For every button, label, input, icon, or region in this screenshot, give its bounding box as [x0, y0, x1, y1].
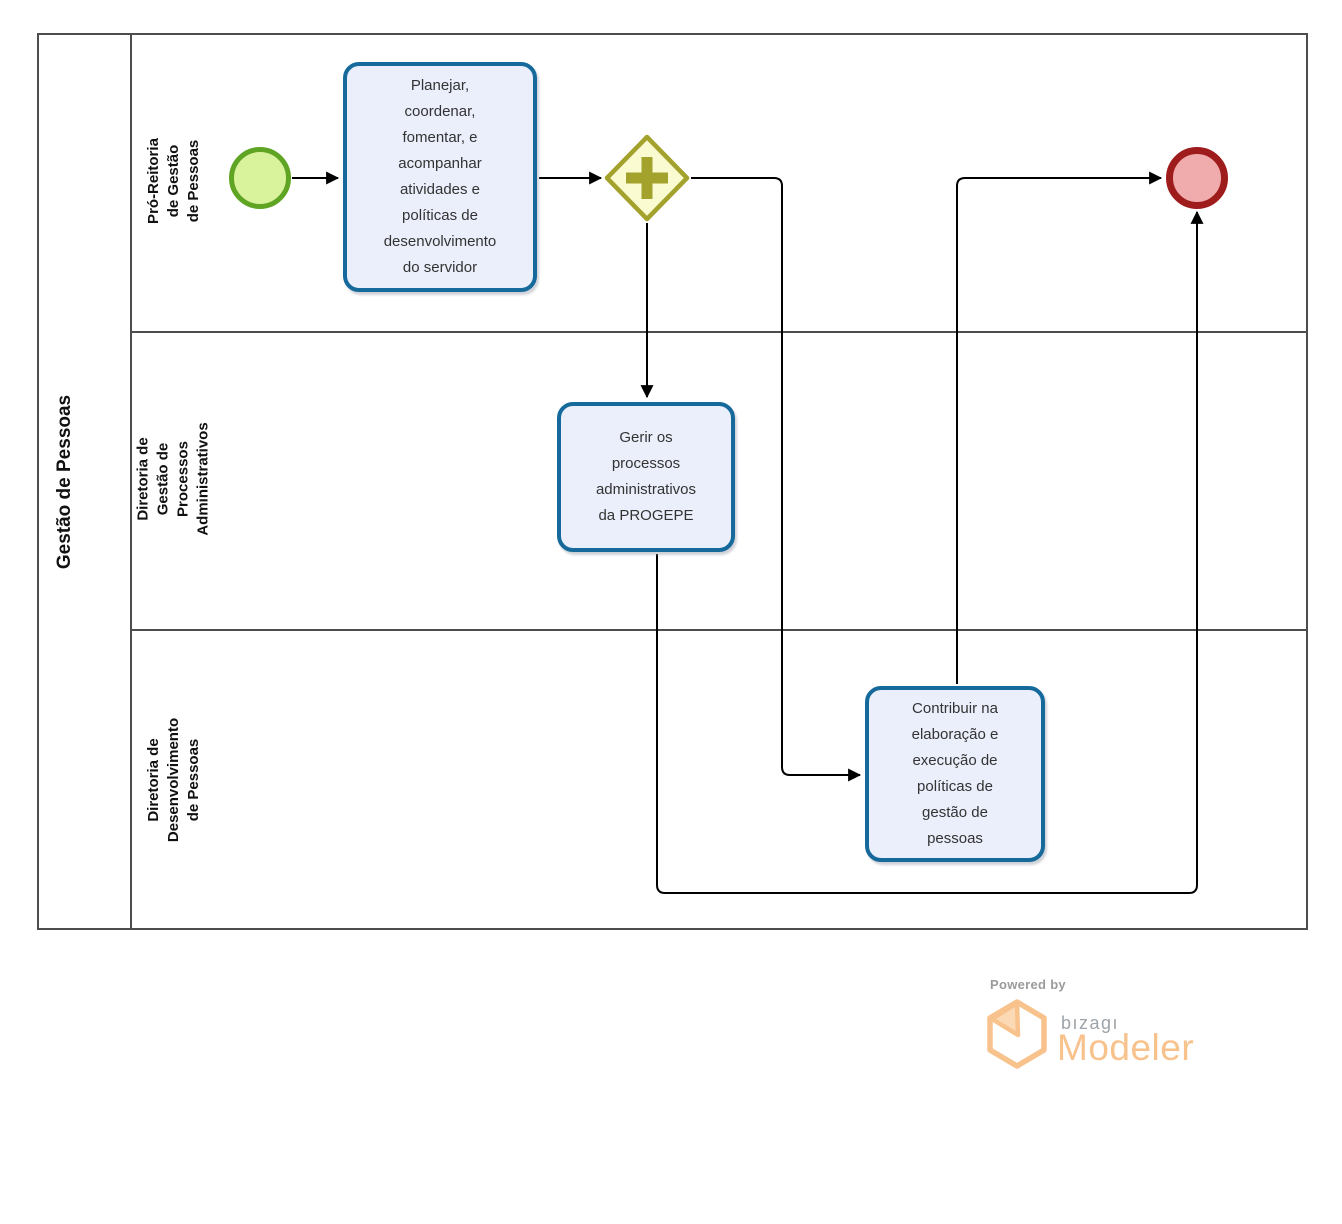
- task-gerir: Gerir os processos administrativos da PR…: [557, 402, 735, 552]
- pool-header-divider: [130, 35, 132, 928]
- lane-diretoria-desenvolvimento: Diretoria de Desenvolvimento de Pessoas: [130, 629, 218, 930]
- lane-pro-reitoria: Pró-Reitoria de Gestão de Pessoas: [130, 33, 218, 329]
- lane-label: Diretoria de Gestão de Processos Adminis…: [135, 422, 213, 536]
- task-label: Gerir os processos administrativos da PR…: [595, 429, 697, 524]
- task-label: Contribuir na elaboração e execução de p…: [911, 700, 999, 847]
- bizagi-brand-text: bızagı: [1061, 1013, 1120, 1033]
- lane-divider-1: [130, 331, 1306, 333]
- start-event-icon: [229, 147, 291, 209]
- pool-header: Gestão de Pessoas: [37, 33, 93, 930]
- lane-label: Diretoria de Desenvolvimento de Pessoas: [145, 717, 203, 842]
- lane-divider-2: [130, 629, 1306, 631]
- end-event-icon: [1166, 147, 1228, 209]
- pool-label: Gestão de Pessoas: [54, 394, 76, 569]
- task-label: Planejar, coordenar, fomentar, e acompan…: [383, 77, 497, 276]
- bizagi-watermark: Powered by bızagı Modeler: [985, 975, 1245, 1080]
- bizagi-logo-icon: [987, 999, 1047, 1069]
- task-contribuir: Contribuir na elaboração e execução de p…: [865, 686, 1045, 862]
- lane-label: Pró-Reitoria de Gestão de Pessoas: [145, 138, 202, 224]
- lane-diretoria-processos: Diretoria de Gestão de Processos Adminis…: [130, 331, 218, 627]
- task-planejar: Planejar, coordenar, fomentar, e acompan…: [343, 62, 537, 292]
- modeler-product-text: Modeler: [1057, 1027, 1195, 1068]
- powered-by-text: Powered by: [990, 977, 1066, 992]
